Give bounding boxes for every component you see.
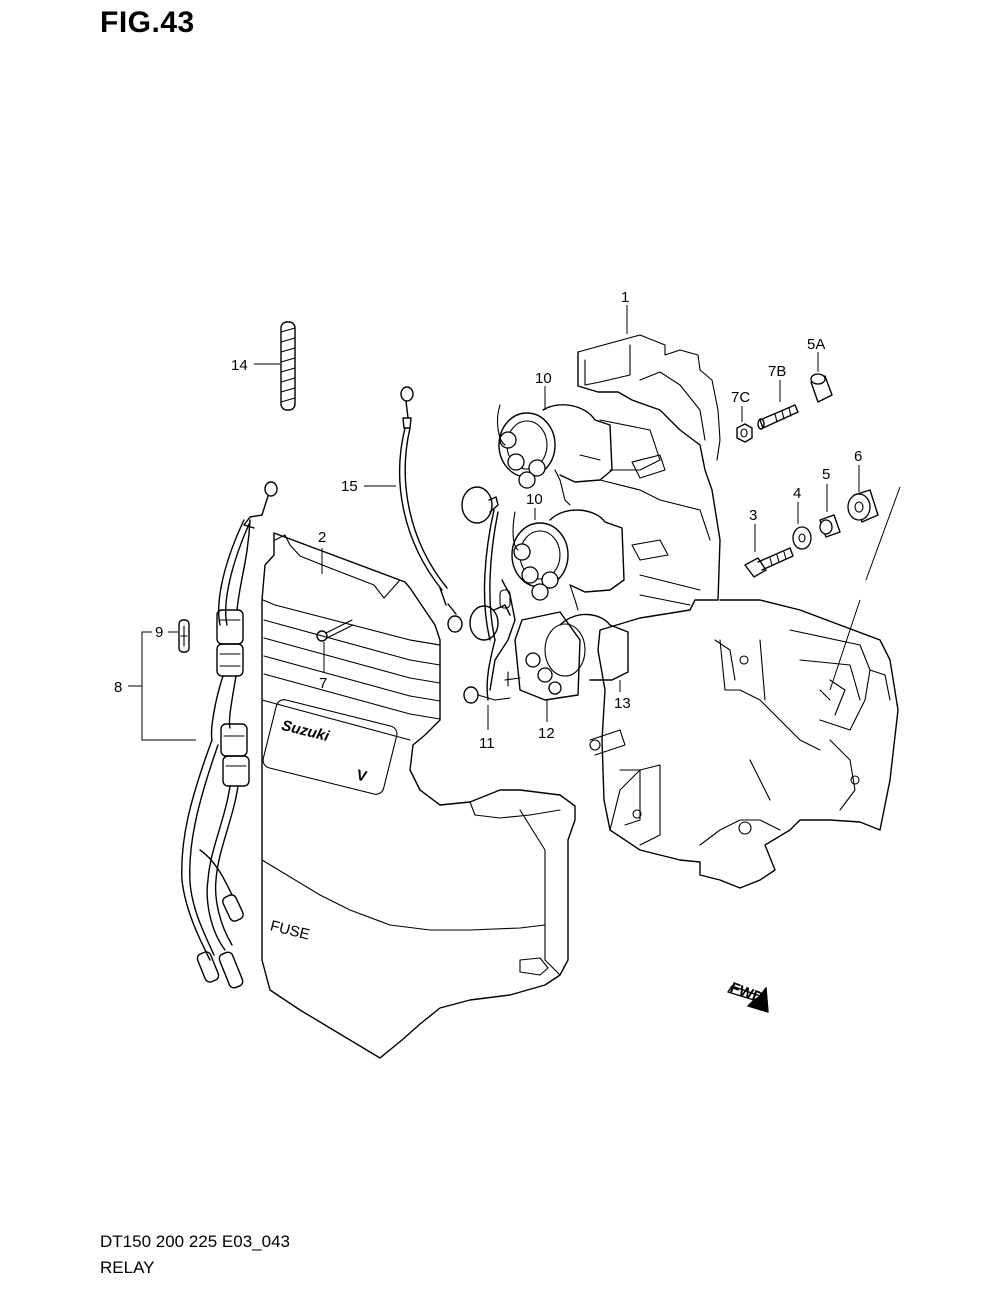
washer-4-part bbox=[792, 526, 812, 550]
callout-5a: 5A bbox=[807, 336, 825, 353]
fuse-part bbox=[178, 619, 190, 653]
cover-fuse-label: FUSE bbox=[268, 917, 311, 943]
figure-title: FIG.43 bbox=[100, 6, 195, 39]
callout-8: 8 bbox=[114, 679, 122, 696]
cover-brand-text: Suzuki bbox=[280, 717, 332, 745]
relay-wiring-part bbox=[461, 486, 516, 704]
callout-10-upper: 10 bbox=[535, 370, 552, 387]
bolt-7b-part bbox=[757, 404, 799, 430]
model-code: DT150 200 225 E03_043 bbox=[100, 1232, 290, 1251]
bolt-3-part bbox=[744, 547, 794, 578]
grommet-6-part bbox=[847, 489, 879, 523]
ground-wire-part bbox=[398, 386, 463, 633]
callout-14: 14 bbox=[231, 357, 248, 374]
callout-12: 12 bbox=[538, 725, 555, 742]
cover-screw-part bbox=[316, 619, 354, 642]
callout-7: 7 bbox=[319, 675, 327, 692]
relay-bracket-part bbox=[577, 334, 899, 889]
callout-7c: 7C bbox=[731, 389, 750, 406]
section-name: RELAY bbox=[100, 1258, 155, 1277]
callout-labels: 1 2 3 4 5 5A 6 7 7B 7C 8 9 10 10 11 12 1… bbox=[114, 289, 862, 752]
callout-6: 6 bbox=[854, 448, 862, 465]
relay-12-part bbox=[504, 611, 629, 701]
fwd-text: FWD bbox=[728, 979, 766, 1007]
fuse-harness-part bbox=[181, 481, 278, 989]
callout-4: 4 bbox=[793, 485, 801, 502]
callout-9: 9 bbox=[155, 624, 163, 641]
relay-cover-part bbox=[261, 532, 576, 1059]
collar-5a-part bbox=[810, 373, 833, 403]
callout-5: 5 bbox=[822, 466, 830, 483]
cover-brand-mark: V bbox=[355, 767, 369, 786]
callout-1: 1 bbox=[621, 289, 629, 306]
spacer-5-part bbox=[819, 514, 841, 538]
callout-15: 15 bbox=[341, 478, 358, 495]
nut-7c-part bbox=[736, 423, 753, 443]
callout-11: 11 bbox=[479, 735, 495, 752]
fwd-direction-marker bbox=[727, 985, 769, 1013]
callout-2: 2 bbox=[318, 529, 326, 546]
callout-13: 13 bbox=[614, 695, 631, 712]
callout-7b: 7B bbox=[768, 363, 786, 380]
starter-relay-lower-part bbox=[511, 509, 625, 611]
callout-3: 3 bbox=[749, 507, 757, 524]
callout-10-lower: 10 bbox=[526, 491, 543, 508]
starter-relay-upper-part bbox=[496, 404, 613, 506]
spiral-wrap-part bbox=[280, 321, 296, 411]
